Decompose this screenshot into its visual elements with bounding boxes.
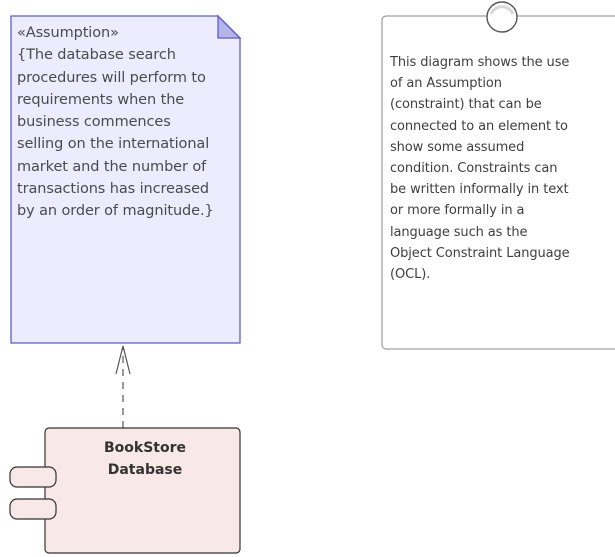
comment-text: This diagram shows the use of an Assumpt…: [390, 52, 615, 285]
assumption-stereotype: «Assumption»: [17, 25, 119, 41]
comment-line: of an Assumption: [390, 76, 502, 92]
assumption-line: procedures will perform to: [17, 69, 206, 86]
assumption-note-body: [10, 15, 241, 344]
assumption-line: business commences: [17, 114, 171, 131]
bookstore-database-component[interactable]: [9, 427, 241, 554]
assumption-note-text: «Assumption» {The database search proced…: [17, 22, 239, 223]
comment-circle-highlight: [489, 5, 515, 15]
component-name-line1: BookStore: [103, 440, 186, 456]
comment-line: language such as the: [390, 224, 528, 240]
assumption-note[interactable]: [10, 14, 242, 344]
assumption-line: {The database search: [17, 47, 176, 64]
comment-line: This diagram shows the use: [390, 55, 570, 70]
comment-line: Object Constraint Language: [390, 245, 570, 261]
comment-line: show some assumed: [390, 139, 525, 155]
component-body: [44, 427, 241, 554]
description-comment[interactable]: [381, 1, 615, 350]
comment-line: connected to an element to: [390, 118, 568, 134]
component-port-top: [9, 466, 57, 488]
comment-line: be written informally in text: [390, 182, 569, 198]
comment-line: (constraint) that can be: [390, 97, 542, 113]
component-name-line2: Database: [107, 462, 183, 478]
comment-line: or more formally in a: [390, 203, 525, 219]
component-port-bottom: [9, 498, 57, 520]
assumption-line: requirements when the: [17, 91, 185, 108]
comment-line: (OCL).: [390, 267, 431, 283]
assumption-line: by an order of magnitude.}: [17, 203, 214, 220]
note-fold-corner: [217, 14, 242, 39]
assumption-line: selling on the international: [17, 136, 210, 153]
assumption-line: transactions has increased: [17, 181, 210, 198]
component-name: BookStore Database: [50, 437, 240, 481]
dependency-arrowhead: [115, 345, 131, 375]
assumption-line: market and the number of: [17, 158, 207, 175]
comment-line: condition. Constraints can: [390, 161, 558, 177]
dependency-connector[interactable]: [115, 345, 131, 428]
